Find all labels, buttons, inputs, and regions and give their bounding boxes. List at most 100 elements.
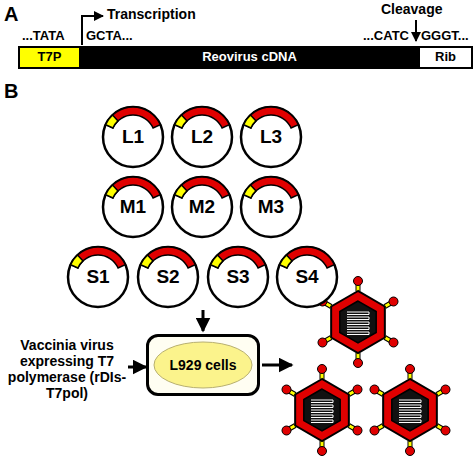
recovery-arrow (262, 364, 292, 367)
cdna-insert (175, 177, 230, 198)
plasmid-circle: L3 (239, 105, 303, 169)
spike-head (354, 277, 363, 286)
spike-head (282, 426, 291, 435)
node-text: Rib (435, 50, 456, 65)
sequence-label: Transcription (107, 6, 196, 22)
sequence-label: GCTA... (86, 28, 133, 43)
cleavage-arrow (415, 20, 417, 41)
spike-head (389, 297, 398, 306)
outer-capsid (295, 379, 349, 441)
segment-name: M1 (120, 196, 146, 218)
virus-particle (282, 365, 362, 456)
node-text: L929 cells (170, 357, 237, 373)
spike-head (370, 385, 379, 394)
node-text: T7P (38, 50, 62, 65)
helper-virus-note: Vaccinia virus expressing T7 polymerase … (6, 336, 128, 402)
spike-head (318, 338, 327, 347)
cdna-insert (71, 247, 126, 268)
sequence-label: ...CATC (363, 28, 409, 43)
genome-segment (347, 327, 369, 330)
plasmid-ring (68, 247, 128, 307)
plasmid-circle: M1 (101, 175, 165, 239)
genome-segment (311, 405, 333, 408)
panel-letter: B (4, 80, 18, 103)
cdna-insert (244, 107, 299, 128)
plasmid-circle: M3 (239, 175, 303, 239)
plasmid-ring (172, 107, 232, 167)
spike-head (406, 365, 415, 374)
plasmid-ring (103, 107, 163, 167)
spike-head (318, 447, 327, 456)
spike-head (354, 359, 363, 368)
core (392, 389, 428, 431)
spike-head (441, 426, 450, 435)
genome-segment (311, 410, 333, 413)
segment-name: S3 (226, 266, 249, 288)
promoter-segment (244, 115, 256, 128)
cdna-insert (211, 247, 266, 268)
promoter-segment (211, 255, 223, 268)
sequence-label: Cleavage (381, 1, 442, 17)
genome-segment (311, 420, 333, 423)
node-text: Reovirus cDNA (202, 50, 297, 65)
segment-name: S1 (86, 266, 109, 288)
promoter-segment (106, 185, 118, 198)
promoter-segment (175, 115, 187, 128)
plasmid-circle: L1 (101, 105, 165, 169)
cdna-insert (106, 107, 161, 128)
genome-segment (311, 400, 333, 403)
promoter-box: T7P (18, 46, 81, 69)
cdna-insert (280, 247, 335, 268)
segment-name: M2 (189, 196, 215, 218)
cell-ellipse-shape (154, 342, 252, 388)
genome-segment (399, 400, 421, 403)
spike-head (406, 447, 415, 456)
spike-head (318, 365, 327, 374)
plasmid-circle: S3 (206, 245, 270, 309)
promoter-segment (71, 255, 83, 268)
plasmid-circle: S1 (66, 245, 130, 309)
genome-segment (311, 415, 333, 418)
cdna-insert (106, 177, 161, 198)
promoter-segment (175, 185, 187, 198)
core (304, 389, 340, 431)
spike-head (370, 426, 379, 435)
virus-particle (370, 365, 450, 456)
plasmid-circle: L2 (170, 105, 234, 169)
spike-head (353, 426, 362, 435)
promoter-segment (280, 255, 292, 268)
spike-head (389, 338, 398, 347)
plasmid-ring (138, 247, 198, 307)
genome-segment (347, 332, 369, 335)
plasmid-ring (208, 247, 268, 307)
cdna-insert (141, 247, 196, 268)
segment-name: S4 (295, 266, 318, 288)
cell-box: L929 cells (146, 334, 260, 396)
panel-letter: A (4, 3, 18, 26)
plasmid-circle: S4 (275, 245, 339, 309)
promoter-segment (106, 115, 118, 128)
outer-capsid (383, 379, 437, 441)
spike-head (282, 385, 291, 394)
spike-head (441, 385, 450, 394)
genome-segment (399, 405, 421, 408)
transfection-arrow (202, 310, 205, 331)
sequence-label: GGGT... (421, 28, 469, 43)
genome-segment (347, 317, 369, 320)
plasmid-ring (103, 177, 163, 237)
plasmid-ring (277, 247, 337, 307)
arrow-connector (128, 366, 146, 369)
segment-name: L1 (122, 126, 144, 148)
plasmid-ring (172, 177, 232, 237)
segment-name: S2 (156, 266, 179, 288)
plasmid-circle: M2 (170, 175, 234, 239)
promoter-segment (141, 255, 153, 268)
sequence-label: ...TATA (22, 28, 65, 43)
genome-segment (347, 322, 369, 325)
node-text: Vaccinia virus expressing T7 polymerase … (6, 337, 128, 401)
segment-name: L2 (191, 126, 213, 148)
plasmid-ring (241, 107, 301, 167)
genome-segment (399, 420, 421, 423)
genome-segment (399, 415, 421, 418)
